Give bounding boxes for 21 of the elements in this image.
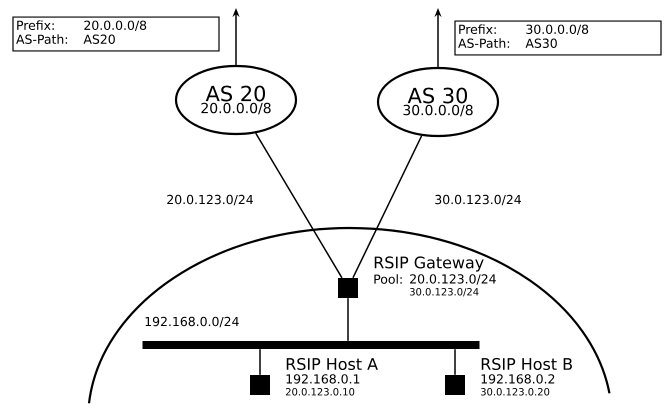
link-line [454, 349, 456, 375]
edge-label: 20.0.123.0/24 [167, 194, 253, 206]
device-square [338, 278, 358, 298]
network-label: 192.168.0.0/24 [146, 316, 239, 328]
device-name: RSIP Gateway [374, 256, 484, 272]
address-label: 192.168.0.1 20.0.123.0.10 [286, 374, 360, 396]
device-name: RSIP Host A [286, 358, 378, 370]
route-info-box: Prefix: 20.0.0.0/8 AS-Path: AS20 [12, 16, 220, 52]
address-label: 192.168.0.2 30.0.123.0.20 [480, 374, 554, 396]
link-line [347, 298, 349, 341]
device-square [250, 375, 270, 395]
link-line [255, 132, 343, 278]
device-name: RSIP Host B [482, 358, 572, 370]
network-bus [142, 341, 480, 349]
address-label: 20.0.123.0/24 30.0.123.0/24 [410, 274, 496, 296]
device-square [445, 375, 465, 395]
link-line [352, 136, 422, 278]
route-info-box: Prefix: 30.0.0.0/8 AS-Path: AS30 [454, 20, 662, 56]
address-label: Pool: [374, 274, 402, 284]
edge-label: 30.0.123.0/24 [435, 194, 521, 206]
link-line [259, 349, 261, 375]
